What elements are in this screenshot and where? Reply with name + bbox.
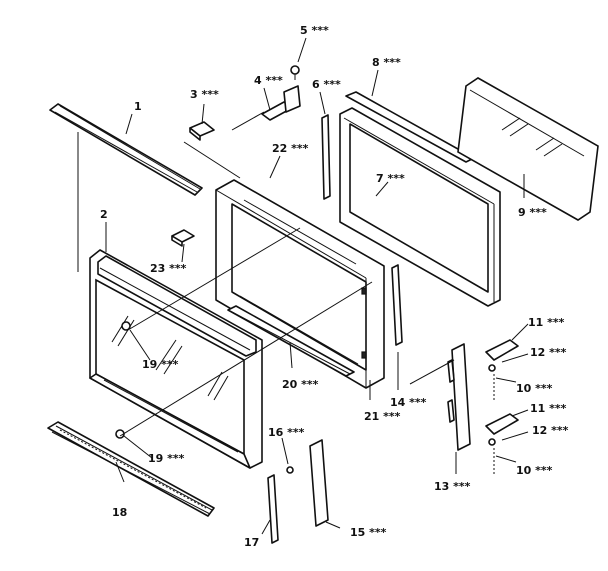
callout-3: 3 *** xyxy=(190,88,219,101)
part-18-vent-grille xyxy=(47,421,215,517)
callout-18: 18 xyxy=(112,506,127,519)
upper-hinge-group xyxy=(485,339,519,400)
callout-12a: 12 *** xyxy=(530,346,567,359)
callout-9: 9 *** xyxy=(518,206,547,219)
callout-1: 1 xyxy=(134,100,142,113)
callout-16: 16 *** xyxy=(268,426,305,439)
part-1-top-trim xyxy=(49,103,203,196)
callout-19a: 19 *** xyxy=(142,358,179,371)
callout-11a: 11 *** xyxy=(528,316,565,329)
callout-5: 5 *** xyxy=(300,24,329,37)
callout-23: 23 *** xyxy=(150,262,187,275)
part-13-hinge-plate xyxy=(447,343,471,451)
callout-8: 8 *** xyxy=(372,56,401,69)
part-19-screws xyxy=(115,321,131,439)
lower-hinge-group xyxy=(485,413,519,476)
callout-11b: 11 *** xyxy=(530,402,567,415)
part-15-17-bottom-hinge xyxy=(267,439,329,544)
callout-4: 4 *** xyxy=(254,74,283,87)
callout-labels: 1 2 3 *** 4 *** 5 *** 6 *** 7 *** 8 *** … xyxy=(100,24,569,549)
callout-15: 15 *** xyxy=(350,526,387,539)
callout-21: 21 *** xyxy=(364,410,401,423)
part-21-22-inner-frame xyxy=(215,179,385,389)
part-7-gasket-frame xyxy=(339,107,501,307)
callout-10b: 10 *** xyxy=(516,464,553,477)
part-4-hinge-bracket xyxy=(261,85,301,121)
callout-12b: 12 *** xyxy=(532,424,569,437)
callout-14: 14 *** xyxy=(390,396,427,409)
callout-10a: 10 *** xyxy=(516,382,553,395)
part-9-inner-glass xyxy=(457,77,599,221)
callout-19b: 19 *** xyxy=(148,452,185,465)
part-2-outer-door-panel xyxy=(89,249,263,469)
callout-2: 2 xyxy=(100,208,108,221)
callout-6: 6 *** xyxy=(312,78,341,91)
callout-22: 22 *** xyxy=(272,142,309,155)
callout-13: 13 *** xyxy=(434,480,471,493)
part-5-screw xyxy=(290,65,300,80)
part-23-bracket xyxy=(171,229,195,247)
part-3-bracket xyxy=(189,121,215,141)
callout-20: 20 *** xyxy=(282,378,319,391)
callout-17: 17 xyxy=(244,536,259,549)
part-14-side-strip xyxy=(391,264,403,346)
part-6-side-strip xyxy=(321,114,331,200)
leader-lines xyxy=(77,37,529,535)
part-20-lower-rail xyxy=(227,305,355,377)
callout-7: 7 *** xyxy=(376,172,405,185)
